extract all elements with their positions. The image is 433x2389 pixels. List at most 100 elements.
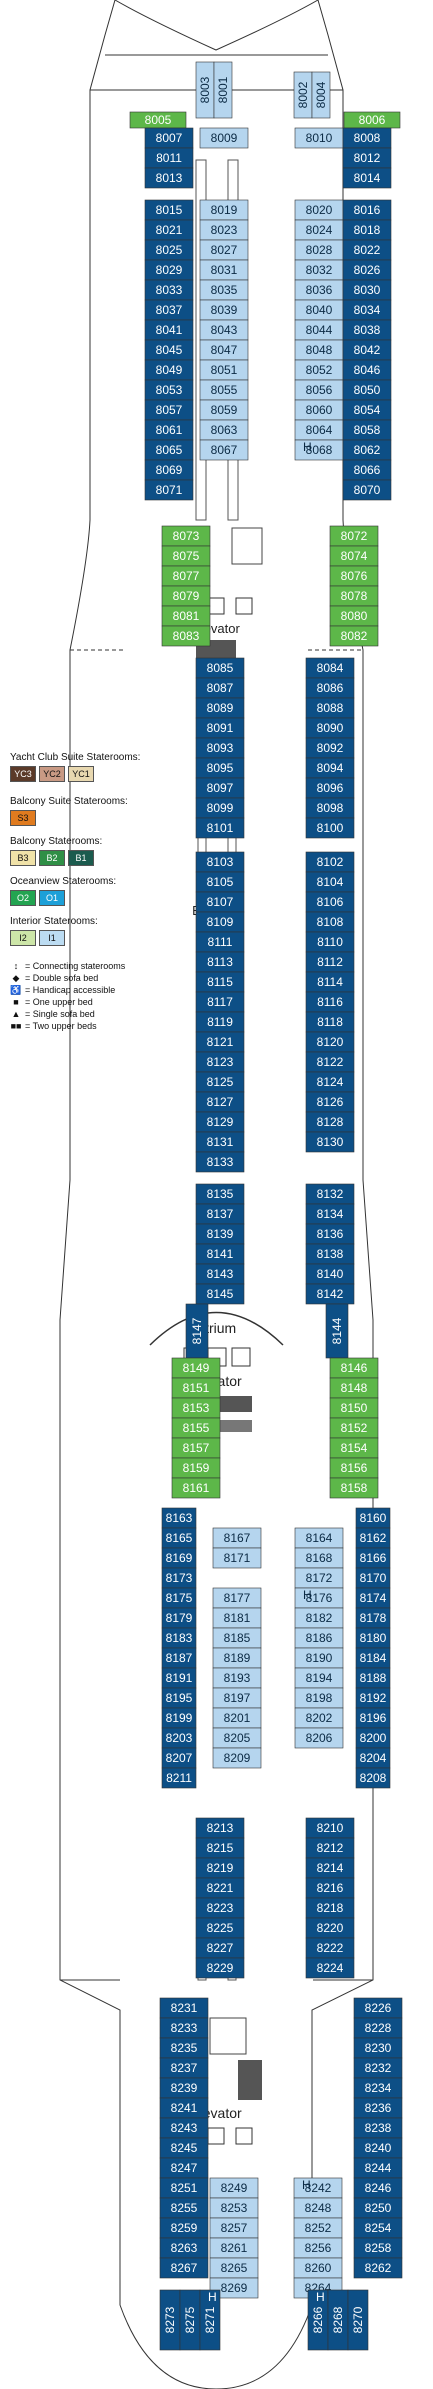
cabin-8010[interactable]: 8010 <box>294 127 344 149</box>
cabin-8071[interactable]: 8071 <box>144 479 194 501</box>
cabin-8011[interactable]: 8011 <box>144 147 194 169</box>
cabin-8202[interactable]: 8202 <box>294 1707 344 1729</box>
cabin-8031[interactable]: 8031 <box>199 259 249 281</box>
cabin-8097[interactable]: 8097 <box>195 777 245 799</box>
cabin-box[interactable] <box>311 71 331 119</box>
cabin-8061[interactable]: 8061 <box>144 419 194 441</box>
cabin-8090[interactable]: 8090 <box>305 717 355 739</box>
cabin-8233[interactable]: 8233 <box>159 2017 209 2039</box>
cabin-8170[interactable]: 8170 <box>355 1567 391 1589</box>
cabin-8199[interactable]: 8199 <box>161 1707 197 1729</box>
cabin-8116[interactable]: 8116 <box>305 991 355 1013</box>
cabin-8125[interactable]: 8125 <box>195 1071 245 1093</box>
cabin-box[interactable] <box>195 817 245 839</box>
cabin-8108[interactable]: 8108 <box>305 911 355 933</box>
cabin-8261[interactable]: 8261 <box>209 2237 259 2259</box>
cabin-8043[interactable]: 8043 <box>199 319 249 341</box>
cabin-8188[interactable]: 8188 <box>355 1667 391 1689</box>
cabin-8195[interactable]: 8195 <box>161 1687 197 1709</box>
cabin-8069[interactable]: 8069 <box>144 459 194 481</box>
cabin-8033[interactable]: 8033 <box>144 279 194 301</box>
cabin-8136[interactable]: 8136 <box>305 1223 355 1245</box>
cabin-box[interactable] <box>342 167 392 189</box>
cabin-8080[interactable]: 8080 <box>329 605 379 627</box>
cabin-8236[interactable]: 8236 <box>353 2097 403 2119</box>
cabin-8102[interactable]: 8102 <box>305 851 355 873</box>
cabin-8173[interactable]: 8173 <box>161 1567 197 1589</box>
cabin-8037[interactable]: 8037 <box>144 299 194 321</box>
cabin-8135[interactable]: 8135 <box>195 1183 245 1205</box>
cabin-8263[interactable]: 8263 <box>159 2237 209 2259</box>
cabin-8227[interactable]: 8227 <box>195 1937 245 1959</box>
cabin-8029[interactable]: 8029 <box>144 259 194 281</box>
cabin-8005[interactable]: 8005 <box>129 111 187 129</box>
cabin-8129[interactable]: 8129 <box>195 1111 245 1133</box>
cabin-8019[interactable]: 8019 <box>199 199 249 221</box>
cabin-8053[interactable]: 8053 <box>144 379 194 401</box>
cabin-8066[interactable]: 8066 <box>342 459 392 481</box>
cabin-box[interactable] <box>353 2257 403 2279</box>
cabin-8015[interactable]: 8015 <box>144 199 194 221</box>
cabin-8115[interactable]: 8115 <box>195 971 245 993</box>
cabin-8110[interactable]: 8110 <box>305 931 355 953</box>
cabin-8148[interactable]: 8148 <box>329 1377 379 1399</box>
cabin-8230[interactable]: 8230 <box>353 2037 403 2059</box>
cabin-box[interactable] <box>355 1767 391 1789</box>
cabin-8123[interactable]: 8123 <box>195 1051 245 1073</box>
cabin-8238[interactable]: 8238 <box>353 2117 403 2139</box>
cabin-8044[interactable]: 8044 <box>294 319 344 341</box>
cabin-box[interactable] <box>342 479 392 501</box>
cabin-8259[interactable]: 8259 <box>159 2217 209 2239</box>
cabin-8209[interactable]: 8209 <box>212 1747 262 1769</box>
cabin-8056[interactable]: 8056 <box>294 379 344 401</box>
cabin-8258[interactable]: 8258 <box>353 2237 403 2259</box>
cabin-8070[interactable]: 8070 <box>342 479 392 501</box>
cabin-8196[interactable]: 8196 <box>355 1707 391 1729</box>
cabin-8101[interactable]: 8101 <box>195 817 245 839</box>
cabin-8184[interactable]: 8184 <box>355 1647 391 1669</box>
cabin-8152[interactable]: 8152 <box>329 1417 379 1439</box>
cabin-8143[interactable]: 8143 <box>195 1263 245 1285</box>
cabin-8273[interactable]: 8273 <box>159 2289 181 2351</box>
cabin-box[interactable] <box>195 1151 245 1173</box>
cabin-8103[interactable]: 8103 <box>195 851 245 873</box>
cabin-8001[interactable]: 8001 <box>213 61 233 119</box>
cabin-8250[interactable]: 8250 <box>353 2197 403 2219</box>
cabin-box[interactable] <box>144 167 194 189</box>
cabin-box[interactable] <box>161 1767 197 1789</box>
cabin-8003[interactable]: 8003 <box>195 61 215 119</box>
cabin-8139[interactable]: 8139 <box>195 1223 245 1245</box>
cabin-8177[interactable]: 8177 <box>212 1587 262 1609</box>
cabin-8156[interactable]: 8156 <box>329 1457 379 1479</box>
cabin-8099[interactable]: 8099 <box>195 797 245 819</box>
cabin-8092[interactable]: 8092 <box>305 737 355 759</box>
cabin-8039[interactable]: 8039 <box>199 299 249 321</box>
cabin-8140[interactable]: 8140 <box>305 1263 355 1285</box>
cabin-8224[interactable]: 8224 <box>305 1957 355 1979</box>
cabin-8256[interactable]: 8256 <box>293 2237 343 2259</box>
cabin-8189[interactable]: 8189 <box>212 1647 262 1669</box>
cabin-8098[interactable]: 8098 <box>305 797 355 819</box>
cabin-8168[interactable]: 8168 <box>294 1547 344 1569</box>
cabin-8234[interactable]: 8234 <box>353 2077 403 2099</box>
cabin-8265[interactable]: 8265 <box>209 2257 259 2279</box>
cabin-8200[interactable]: 8200 <box>355 1727 391 1749</box>
cabin-8075[interactable]: 8075 <box>161 545 211 567</box>
cabin-8248[interactable]: 8248 <box>293 2197 343 2219</box>
cabin-8244[interactable]: 8244 <box>353 2157 403 2179</box>
cabin-8089[interactable]: 8089 <box>195 697 245 719</box>
cabin-8058[interactable]: 8058 <box>342 419 392 441</box>
cabin-8028[interactable]: 8028 <box>294 239 344 261</box>
cabin-8006[interactable]: 8006 <box>343 111 401 129</box>
cabin-8018[interactable]: 8018 <box>342 219 392 241</box>
cabin-8243[interactable]: 8243 <box>159 2117 209 2139</box>
cabin-8022[interactable]: 8022 <box>342 239 392 261</box>
cabin-8225[interactable]: 8225 <box>195 1917 245 1939</box>
cabin-box[interactable] <box>199 2289 221 2351</box>
cabin-8194[interactable]: 8194 <box>294 1667 344 1689</box>
cabin-8013[interactable]: 8013 <box>144 167 194 189</box>
cabin-8175[interactable]: 8175 <box>161 1587 197 1609</box>
cabin-8226[interactable]: 8226 <box>353 1997 403 2019</box>
cabin-box[interactable] <box>212 1747 262 1769</box>
